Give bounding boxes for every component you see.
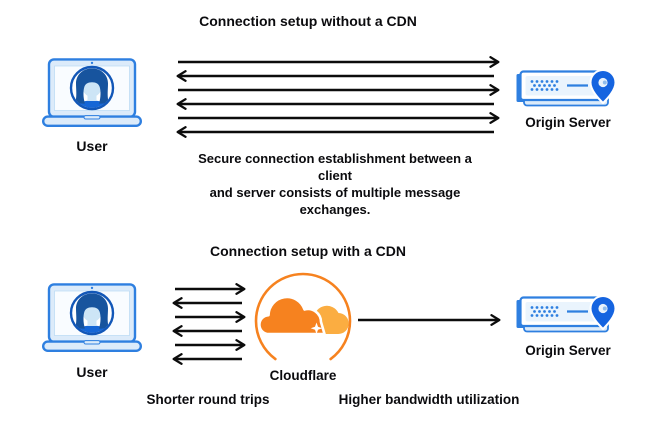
title-with-cdn: Connection setup with a CDN [210, 243, 406, 259]
user-laptop-icon [42, 283, 142, 353]
origin-server-label-top: Origin Server [525, 115, 611, 130]
user-label-top: User [76, 138, 108, 154]
message-exchange-arrows [176, 56, 500, 138]
cloudflare-logo-icon [254, 272, 352, 370]
exchange-caption: Secure connection establishment between … [185, 151, 485, 219]
cdn-to-origin-arrow [358, 314, 501, 326]
user-laptop-icon [42, 58, 142, 128]
higher-bandwidth-label: Higher bandwidth utilization [338, 392, 520, 407]
title-without-cdn: Connection setup without a CDN [199, 13, 417, 29]
cloudflare-label: Cloudflare [269, 368, 337, 383]
short-round-trip-arrows [172, 283, 246, 365]
origin-server-icon [515, 68, 617, 107]
shorter-round-trips-label: Shorter round trips [146, 392, 270, 407]
caption-line: Secure connection establishment between … [198, 151, 472, 183]
origin-server-label-bottom: Origin Server [525, 343, 611, 358]
user-label-bottom: User [76, 364, 108, 380]
origin-server-icon [515, 294, 617, 333]
caption-line: and server consists of multiple message [209, 184, 461, 200]
caption-line: exchanges. [299, 201, 371, 217]
